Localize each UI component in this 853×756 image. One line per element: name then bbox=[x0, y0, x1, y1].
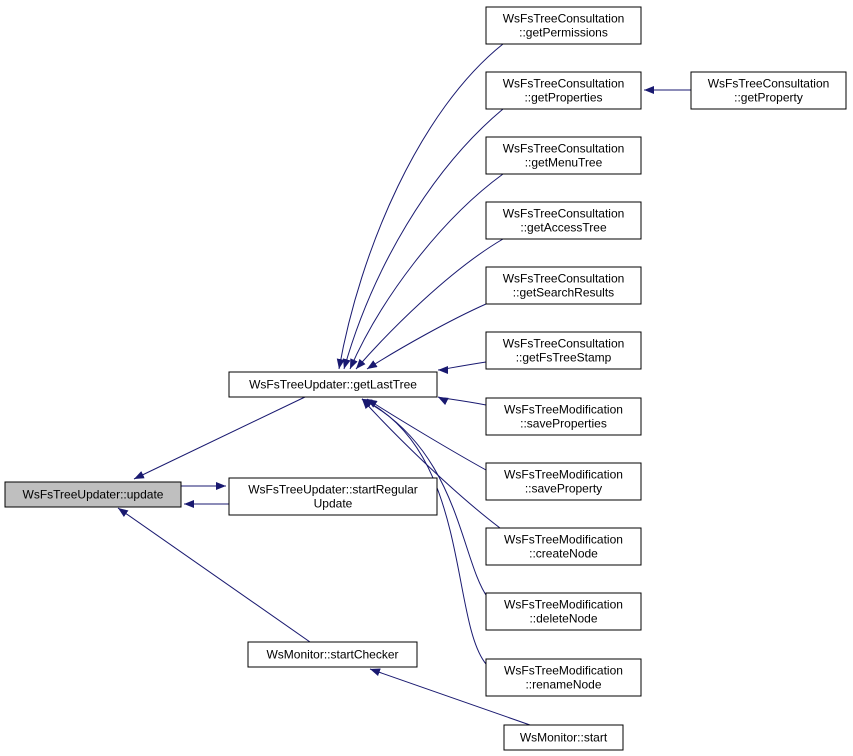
edge-createNode-to-getLastTree bbox=[361, 398, 501, 529]
node-box bbox=[485, 71, 642, 110]
node-box bbox=[690, 71, 847, 110]
node-box bbox=[485, 527, 642, 566]
node-label: ::getProperties bbox=[524, 91, 602, 105]
node-label: WsFsTreeConsultation bbox=[503, 142, 625, 156]
node-box bbox=[485, 201, 642, 240]
node-getProperty[interactable]: WsFsTreeConsultation::getProperty bbox=[690, 71, 847, 110]
node-start[interactable]: WsMonitor::start bbox=[503, 724, 624, 751]
edge-start-to-startChecker bbox=[369, 668, 531, 726]
edge-startChecker-to-update bbox=[117, 507, 311, 643]
edge-getFsTreeStamp-to-getLastTree bbox=[437, 361, 487, 374]
node-box bbox=[228, 477, 438, 516]
edge-getAccessTree-to-getLastTree bbox=[355, 238, 504, 370]
node-label: ::getSearchResults bbox=[513, 286, 614, 300]
node-label: ::getMenuTree bbox=[525, 156, 603, 170]
node-createNode[interactable]: WsFsTreeModification::createNode bbox=[485, 527, 642, 566]
node-label: WsFsTreeConsultation bbox=[503, 77, 625, 91]
node-box bbox=[4, 481, 182, 508]
node-label: Update bbox=[314, 497, 353, 511]
edge-saveProperty-to-getLastTree bbox=[366, 398, 487, 471]
node-label: ::createNode bbox=[529, 547, 598, 561]
node-startChecker[interactable]: WsMonitor::startChecker bbox=[247, 641, 418, 668]
node-box bbox=[485, 331, 642, 370]
node-label: WsFsTreeUpdater::startRegular bbox=[248, 483, 418, 497]
node-box bbox=[485, 136, 642, 175]
node-box bbox=[485, 397, 642, 436]
node-renameNode[interactable]: WsFsTreeModification::renameNode bbox=[485, 658, 642, 697]
node-getPermissions[interactable]: WsFsTreeConsultation::getPermissions bbox=[485, 6, 642, 45]
node-label: ::getAccessTree bbox=[520, 221, 607, 235]
node-box bbox=[228, 371, 438, 398]
node-label: WsFsTreeModification bbox=[504, 598, 623, 612]
node-getAccessTree[interactable]: WsFsTreeConsultation::getAccessTree bbox=[485, 201, 642, 240]
node-label: WsFsTreeUpdater::getLastTree bbox=[249, 378, 417, 392]
node-box bbox=[503, 724, 624, 751]
node-deleteNode[interactable]: WsFsTreeModification::deleteNode bbox=[485, 592, 642, 631]
node-label: ::getProperty bbox=[734, 91, 803, 105]
node-label: WsFsTreeUpdater::update bbox=[23, 488, 164, 502]
node-label: WsFsTreeConsultation bbox=[503, 12, 625, 26]
node-label: WsFsTreeModification bbox=[504, 533, 623, 547]
node-box bbox=[485, 462, 642, 501]
node-update[interactable]: WsFsTreeUpdater::update bbox=[4, 481, 182, 508]
node-label: WsFsTreeModification bbox=[504, 403, 623, 417]
node-label: ::renameNode bbox=[525, 678, 601, 692]
edge-saveProperties-to-getLastTree bbox=[437, 396, 487, 406]
node-getFsTreeStamp[interactable]: WsFsTreeConsultation::getFsTreeStamp bbox=[485, 331, 642, 370]
node-label: ::getFsTreeStamp bbox=[516, 351, 612, 365]
edge-renameNode-to-getLastTree bbox=[361, 398, 487, 665]
edge-getProperties-to-getLastTree bbox=[342, 108, 504, 370]
node-label: WsMonitor::startChecker bbox=[266, 648, 398, 662]
node-getProperties[interactable]: WsFsTreeConsultation::getProperties bbox=[485, 71, 642, 110]
node-label: WsFsTreeConsultation bbox=[708, 77, 830, 91]
node-getMenuTree[interactable]: WsFsTreeConsultation::getMenuTree bbox=[485, 136, 642, 175]
node-box bbox=[485, 658, 642, 697]
edge-getSearchResults-to-getLastTree bbox=[366, 303, 487, 370]
node-label: ::saveProperties bbox=[520, 417, 607, 431]
node-label: WsFsTreeModification bbox=[504, 468, 623, 482]
node-getLastTree[interactable]: WsFsTreeUpdater::getLastTree bbox=[228, 371, 438, 398]
edge-getMenuTree-to-getLastTree bbox=[349, 173, 504, 370]
node-label: WsFsTreeConsultation bbox=[503, 272, 625, 286]
node-getSearchResults[interactable]: WsFsTreeConsultation::getSearchResults bbox=[485, 266, 642, 305]
node-saveProperty[interactable]: WsFsTreeModification::saveProperty bbox=[485, 462, 642, 501]
node-label: WsFsTreeConsultation bbox=[503, 207, 625, 221]
node-label: WsFsTreeModification bbox=[504, 664, 623, 678]
node-saveProperties[interactable]: WsFsTreeModification::saveProperties bbox=[485, 397, 642, 436]
node-box bbox=[247, 641, 418, 668]
node-label: ::getPermissions bbox=[519, 26, 608, 40]
edge-getLastTree-to-update bbox=[133, 396, 306, 480]
node-label: WsFsTreeConsultation bbox=[503, 337, 625, 351]
node-box bbox=[485, 592, 642, 631]
node-label: ::saveProperty bbox=[525, 482, 602, 496]
node-label: WsMonitor::start bbox=[520, 731, 608, 745]
node-box bbox=[485, 266, 642, 305]
edge-getPermissions-to-getLastTree bbox=[336, 43, 504, 370]
node-label: ::deleteNode bbox=[529, 612, 597, 626]
node-box bbox=[485, 6, 642, 45]
